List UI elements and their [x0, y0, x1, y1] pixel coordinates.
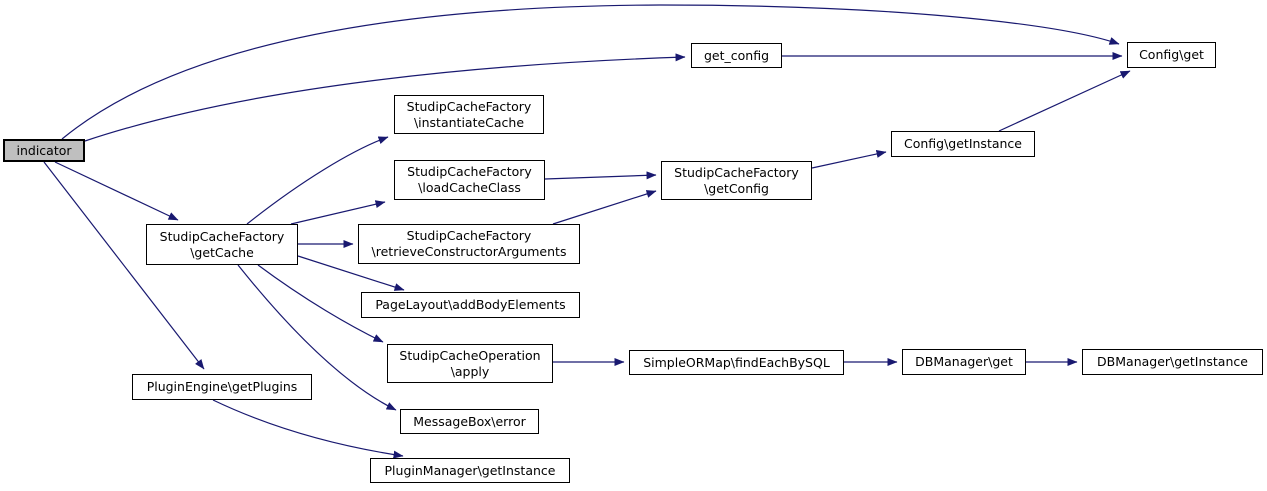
node-label-line: \instantiateCache	[413, 114, 525, 130]
edge-plugin-engine-get-plugins-to-plugin-manager-get-instance	[212, 399, 404, 459]
node-simple-or-map-find-each-by-sql[interactable]: SimpleORMap\findEachBySQL	[629, 350, 844, 375]
edge-studip-cache-factory-get-cache-to-studip-cache-operation-apply	[257, 264, 384, 343]
node-config-get[interactable]: Config\get	[1127, 42, 1216, 68]
edge-studip-cache-factory-get-cache-to-studip-cache-factory-load-cache-class	[290, 200, 386, 225]
edge-indicator-to-get-config	[84, 53, 686, 142]
node-label-line: DBManager\getInstance	[1097, 354, 1248, 369]
node-db-manager-get[interactable]: DBManager\get	[902, 349, 1026, 375]
edge-studip-cache-factory-get-config-to-config-get-instance	[811, 150, 887, 169]
node-label-line: StudipCacheFactory	[159, 228, 285, 244]
node-studip-cache-factory-get-config[interactable]: StudipCacheFactory\getConfig	[661, 161, 812, 200]
node-studip-cache-factory-instantiate-cache[interactable]: StudipCacheFactory\instantiateCache	[394, 95, 544, 134]
edge-indicator-to-config-get	[61, 4, 1120, 140]
node-plugin-engine-get-plugins[interactable]: PluginEngine\getPlugins	[132, 374, 312, 400]
edge-indicator-to-plugin-engine-get-plugins	[43, 161, 205, 370]
edge-config-get-instance-to-config-get	[998, 70, 1131, 132]
edge-studip-cache-factory-load-cache-class-to-studip-cache-factory-get-config	[544, 171, 657, 180]
node-label-line: \getConfig	[704, 180, 769, 196]
edge-indicator-to-studip-cache-factory-get-cache	[54, 161, 179, 221]
node-label-line: StudipCacheOperation	[399, 347, 541, 363]
edge-studip-cache-factory-get-cache-to-message-box-error	[237, 264, 397, 411]
node-studip-cache-factory-load-cache-class[interactable]: StudipCacheFactory\loadCacheClass	[394, 160, 545, 200]
node-label-line: StudipCacheFactory	[407, 164, 532, 179]
node-label-line: MessageBox\error	[413, 413, 526, 429]
node-message-box-error[interactable]: MessageBox\error	[400, 409, 539, 434]
node-label-line: \loadCacheClass	[418, 180, 521, 195]
edge-studip-cache-factory-retrieve-constructor-arguments-to-studip-cache-factory-get-config	[552, 190, 657, 225]
node-plugin-manager-get-instance[interactable]: PluginManager\getInstance	[370, 458, 570, 483]
node-label-line: \getCache	[190, 244, 254, 260]
node-label-line: PageLayout\addBodyElements	[375, 297, 566, 312]
edges-group	[43, 4, 1131, 459]
node-db-manager-get-instance[interactable]: DBManager\getInstance	[1082, 349, 1263, 375]
node-label-line: \retrieveConstructorArguments	[371, 244, 567, 259]
node-label-line: \apply	[450, 363, 490, 379]
node-studip-cache-operation-apply[interactable]: StudipCacheOperation\apply	[387, 344, 553, 383]
node-label-line: Config\get	[1139, 47, 1204, 62]
node-label-line: SimpleORMap\findEachBySQL	[643, 354, 830, 370]
node-label-line: PluginEngine\getPlugins	[146, 379, 298, 394]
node-indicator: indicator	[3, 139, 85, 162]
edge-studip-cache-factory-get-cache-to-page-layout-add-body-elements	[297, 255, 405, 291]
node-studip-cache-factory-get-cache[interactable]: StudipCacheFactory\getCache	[146, 224, 298, 265]
node-label-line: get_config	[703, 47, 770, 63]
edge-studip-cache-factory-get-cache-to-studip-cache-factory-instantiate-cache	[246, 136, 389, 225]
node-label-line: StudipCacheFactory	[406, 98, 532, 114]
node-get-config[interactable]: get_config	[691, 43, 782, 68]
node-label-line: PluginManager\getInstance	[384, 462, 556, 478]
node-label-line: DBManager\get	[915, 354, 1013, 369]
node-label-line: indicator	[16, 142, 72, 158]
node-label-line: Config\getInstance	[903, 136, 1022, 151]
node-studip-cache-factory-retrieve-constructor-arguments[interactable]: StudipCacheFactory\retrieveConstructorAr…	[358, 224, 580, 264]
node-config-get-instance[interactable]: Config\getInstance	[891, 131, 1035, 157]
node-label-line: StudipCacheFactory	[406, 228, 532, 243]
node-label-line: StudipCacheFactory	[674, 164, 799, 180]
node-page-layout-add-body-elements[interactable]: PageLayout\addBodyElements	[361, 292, 580, 318]
